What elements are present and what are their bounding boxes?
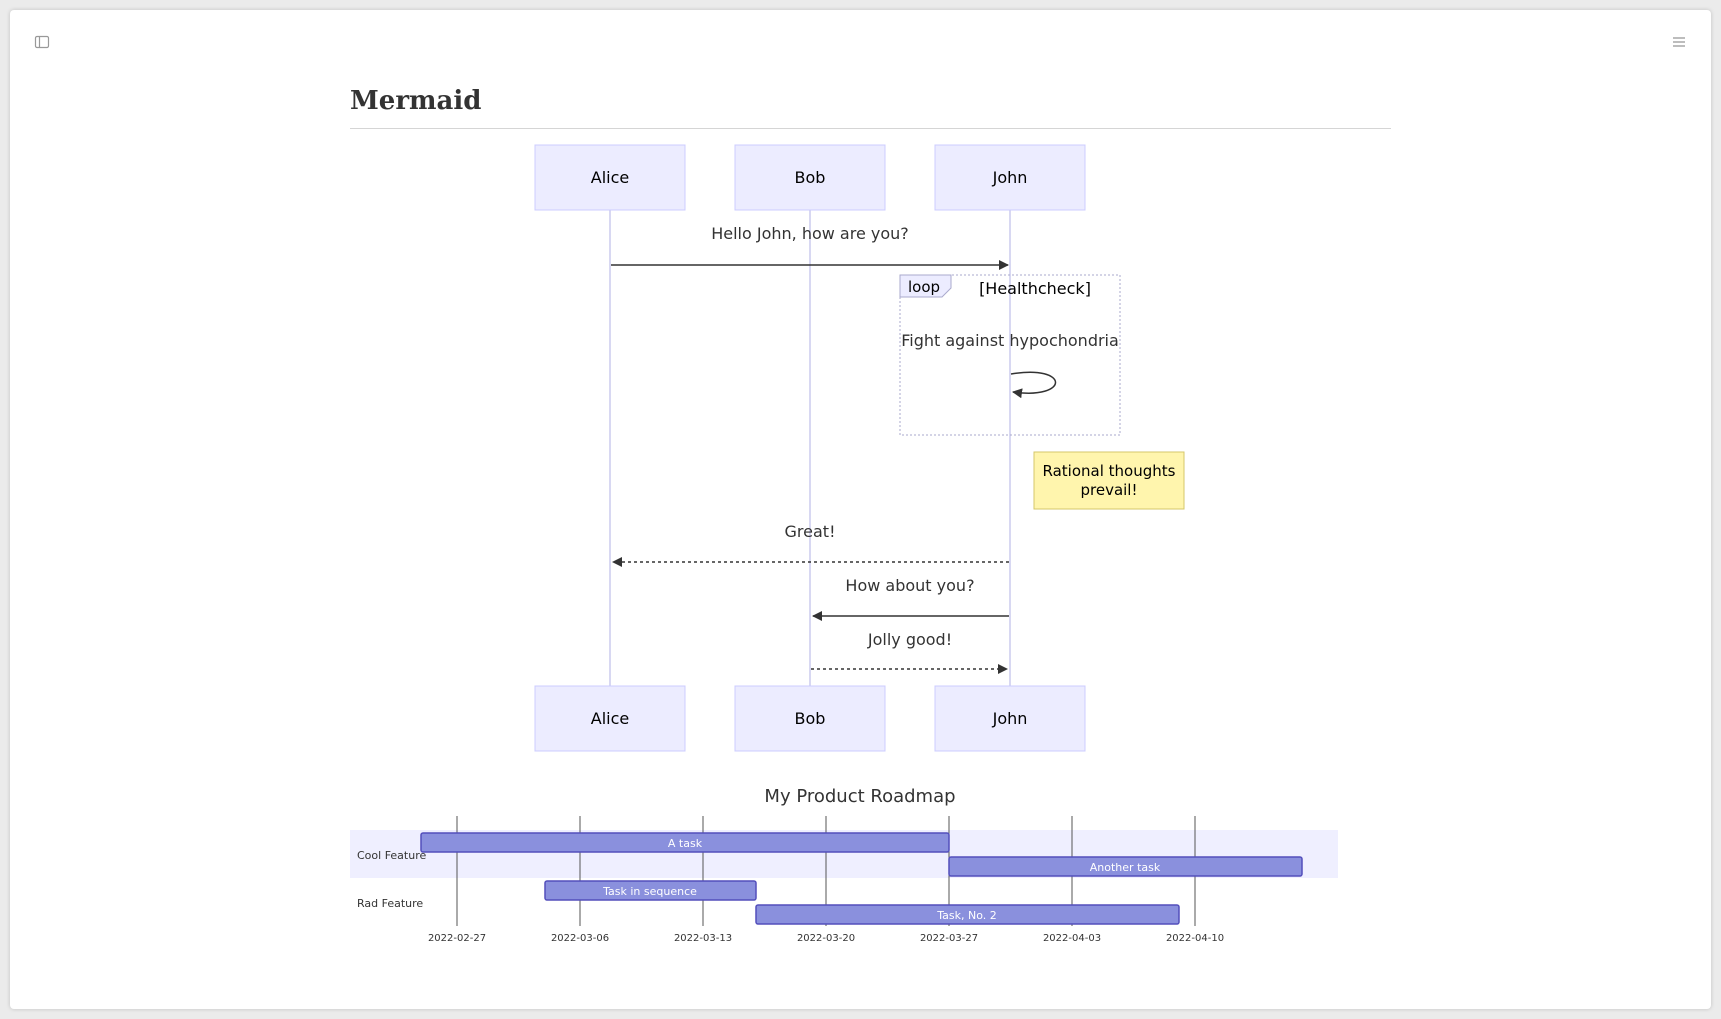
actor-bob-top: Bob: [734, 144, 886, 211]
section-label-cool-feature: Cool Feature: [357, 849, 426, 862]
self-message-arrow: [1010, 371, 1057, 399]
gantt-task-another-task: Another task: [948, 856, 1303, 877]
tick-label: 2022-03-06: [551, 933, 609, 944]
tick-label: 2022-03-27: [920, 933, 978, 944]
svg-text:prevail!: prevail!: [1080, 481, 1137, 499]
svg-text:A task: A task: [668, 837, 703, 850]
svg-text:Bob: Bob: [795, 709, 826, 728]
svg-text:John: John: [992, 168, 1028, 187]
actor-alice-bottom: Alice: [534, 685, 686, 752]
svg-text:Alice: Alice: [591, 709, 629, 728]
sidebar-toggle-icon[interactable]: [34, 34, 50, 50]
gantt-task-task-no-2: Task, No. 2: [755, 904, 1180, 925]
message-label: Fight against hypochondria: [901, 331, 1119, 350]
title-divider: [350, 128, 1391, 129]
svg-text:Task in sequence: Task in sequence: [602, 885, 697, 898]
tick-label: 2022-04-10: [1166, 933, 1224, 944]
loop-label: loop: [908, 278, 940, 296]
gantt-title: My Product Roadmap: [764, 786, 955, 807]
actor-john-top: John: [934, 144, 1086, 211]
sequence-diagram: Alice Bob John Hello John, how are you? …: [534, 144, 1185, 752]
app-window: Mermaid Alice Bob John Hello John, how a…: [10, 10, 1711, 1009]
gantt-axis: 2022-02-27 2022-03-06 2022-03-13 2022-03…: [428, 933, 1224, 944]
loop-box: loop [Healthcheck]: [899, 274, 1121, 436]
tick-label: 2022-03-13: [674, 933, 732, 944]
tick-label: 2022-03-20: [797, 933, 855, 944]
message-label: How about you?: [845, 576, 974, 595]
message-label: Hello John, how are you?: [711, 224, 909, 243]
message-label: Jolly good!: [867, 630, 952, 649]
tick-label: 2022-02-27: [428, 933, 486, 944]
page-title: Mermaid: [350, 86, 482, 116]
actor-john-bottom: John: [934, 685, 1086, 752]
gantt-chart: My Product Roadmap Cool Feature Rad Feat…: [350, 786, 1338, 944]
section-label-rad-feature: Rad Feature: [357, 897, 423, 910]
actor-alice-top: Alice: [534, 144, 686, 211]
note-box: Rational thoughts prevail!: [1033, 451, 1185, 510]
gantt-task-task-in-sequence: Task in sequence: [544, 880, 757, 901]
tick-label: 2022-04-03: [1043, 933, 1101, 944]
svg-text:John: John: [992, 709, 1028, 728]
actor-bob-bottom: Bob: [734, 685, 886, 752]
menu-icon[interactable]: [1671, 34, 1687, 50]
message-label: Great!: [785, 522, 836, 541]
svg-text:Rational thoughts: Rational thoughts: [1043, 462, 1176, 480]
loop-condition: [Healthcheck]: [979, 279, 1091, 298]
gantt-task-a-task: A task: [420, 832, 950, 853]
svg-text:Task, No. 2: Task, No. 2: [936, 909, 997, 922]
svg-text:Alice: Alice: [591, 168, 629, 187]
svg-text:Another task: Another task: [1090, 861, 1161, 874]
svg-text:Bob: Bob: [795, 168, 826, 187]
